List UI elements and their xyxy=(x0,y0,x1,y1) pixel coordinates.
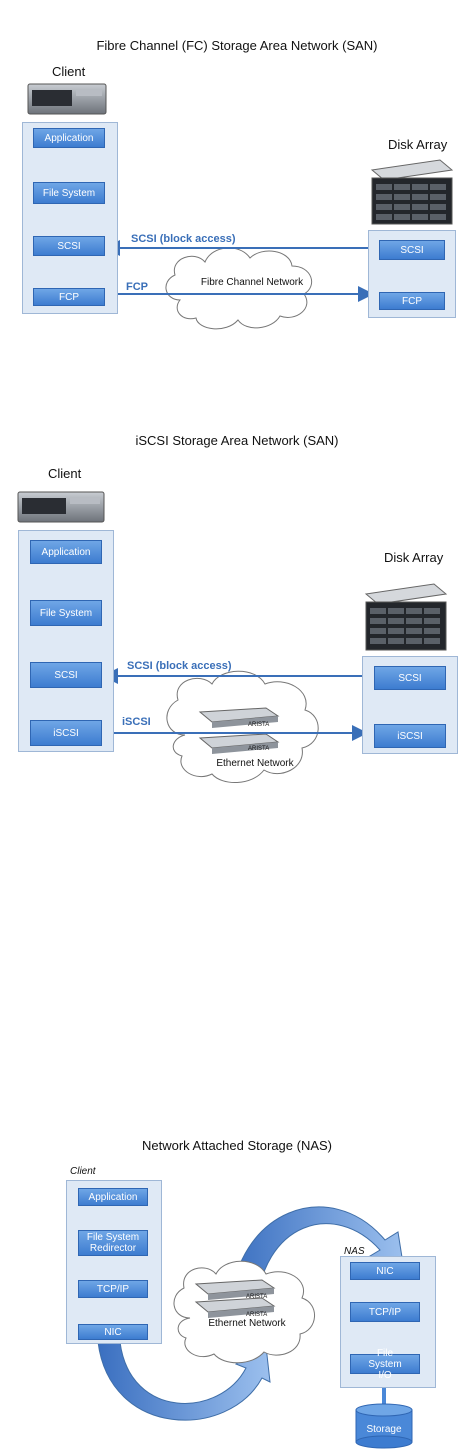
nas-server-label: NAS xyxy=(344,1246,365,1257)
iscsi-scsi-link-label: SCSI (block access) xyxy=(127,660,232,672)
fc-client-scsi-box: SCSI xyxy=(33,236,105,256)
fc-title: Fibre Channel (FC) Storage Area Network … xyxy=(96,38,378,53)
fc-client-panel xyxy=(22,122,118,314)
iscsi-switch-brand-2: ARISTA xyxy=(248,746,270,752)
nas-network-label: Ethernet Network xyxy=(208,1318,286,1329)
nas-server-filesystem-io-box: File System I/O xyxy=(350,1348,420,1381)
iscsi-client-label: Client xyxy=(48,466,82,481)
iscsi-client-application-box: Application xyxy=(30,540,102,564)
fc-network-cloud-icon xyxy=(165,247,313,330)
nas-server-nic-box: NIC xyxy=(350,1262,420,1280)
iscsi-client-server-icon xyxy=(17,491,105,523)
nas-lower-curve-arrow xyxy=(97,1341,271,1421)
fc-disk-array-icon xyxy=(370,159,454,225)
fc-client-fcp-box: FCP xyxy=(33,288,105,306)
iscsi-title: iSCSI Storage Area Network (SAN) xyxy=(135,433,339,448)
nas-client-application-box: Application xyxy=(78,1188,148,1206)
nas-client-redirector-box: File System Redirector xyxy=(78,1230,148,1256)
nas-client-tcpip-box: TCP/IP xyxy=(78,1280,148,1298)
nas-switch-icon xyxy=(194,1279,276,1318)
iscsi-switch-brand-1: ARISTA xyxy=(248,722,270,728)
fc-fcp-link-label: FCP xyxy=(126,281,148,293)
iscsi-switch-icon xyxy=(198,707,280,754)
fc-client-application-box: Application xyxy=(33,128,105,148)
nas-server-tcpip-box: TCP/IP xyxy=(350,1302,420,1322)
fc-array-label: Disk Array xyxy=(388,137,448,152)
nas-switch-brand-2: ARISTA xyxy=(246,1312,268,1318)
fc-array-fcp-box: FCP xyxy=(379,292,445,310)
iscsi-disk-array-icon xyxy=(364,583,448,651)
nas-client-panel xyxy=(66,1180,162,1344)
iscsi-client-panel xyxy=(18,530,114,752)
iscsi-iscsi-link-label: iSCSI xyxy=(122,716,151,728)
iscsi-array-label: Disk Array xyxy=(384,550,444,565)
fc-client-filesystem-box: File System xyxy=(33,182,105,204)
iscsi-array-scsi-box: SCSI xyxy=(374,666,446,690)
iscsi-client-filesystem-box: File System xyxy=(30,600,102,626)
fc-client-server-icon xyxy=(27,83,107,115)
fc-scsi-link-label: SCSI (block access) xyxy=(131,233,236,245)
nas-title: Network Attached Storage (NAS) xyxy=(141,1138,333,1153)
nas-client-label: Client xyxy=(70,1166,96,1177)
iscsi-network-label: Ethernet Network xyxy=(216,758,294,769)
iscsi-network-cloud-icon xyxy=(166,670,319,784)
fc-client-label: Client xyxy=(52,64,86,79)
fc-network-label: Fibre Channel Network xyxy=(200,277,304,288)
storage-label: Storage xyxy=(366,1424,402,1435)
iscsi-array-iscsi-box: iSCSI xyxy=(374,724,446,748)
fc-array-scsi-box: SCSI xyxy=(379,240,445,260)
nas-client-nic-box: NIC xyxy=(78,1324,148,1340)
storage-cylinder-icon xyxy=(355,1403,413,1449)
nas-switch-brand-1: ARISTA xyxy=(246,1294,268,1300)
iscsi-client-iscsi-box: iSCSI xyxy=(30,720,102,746)
iscsi-client-scsi-box: SCSI xyxy=(30,662,102,688)
